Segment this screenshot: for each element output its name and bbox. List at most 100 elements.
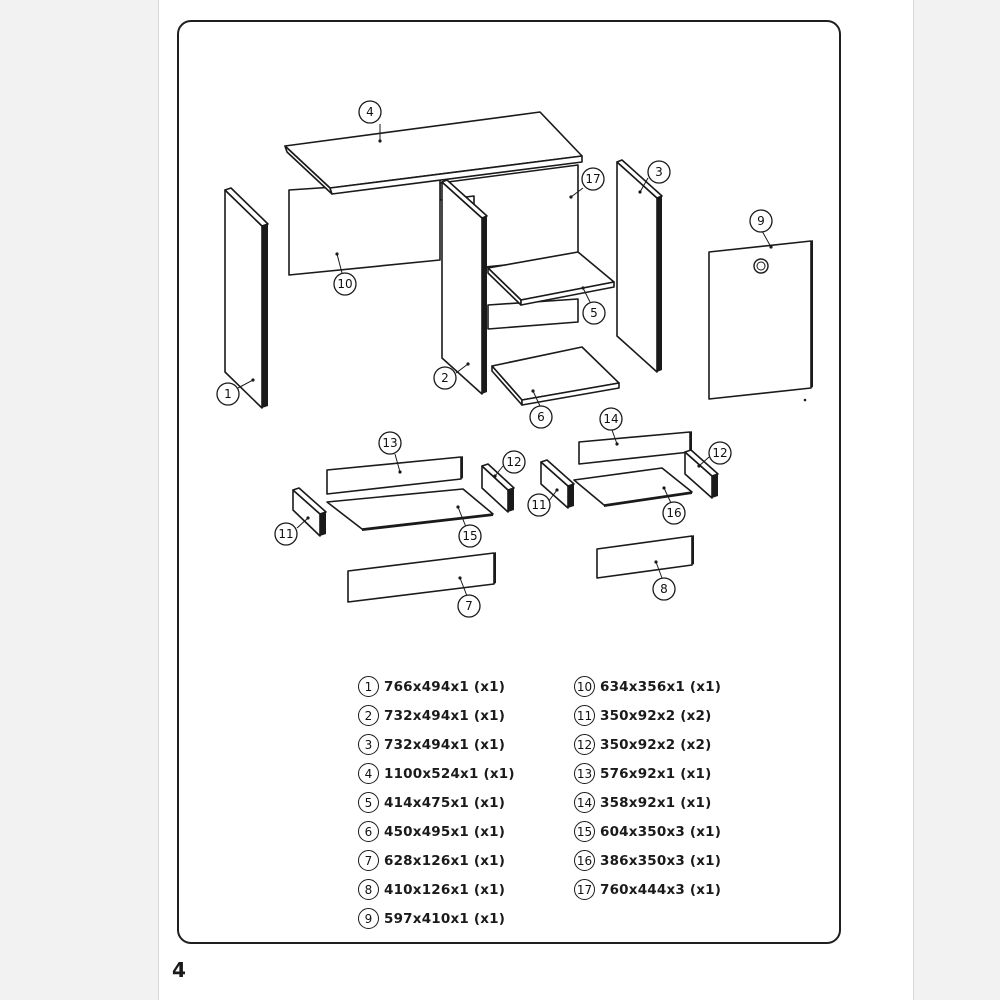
part-badge-17: 17 — [581, 167, 605, 191]
page-frame — [177, 20, 841, 944]
parts-list-row: 8 410x126x1 (x1) — [358, 875, 515, 904]
svg-text:17: 17 — [585, 172, 600, 186]
part-dimensions: 358x92x1 (x1) — [600, 794, 712, 811]
part-dimensions: 597x410x1 (x1) — [384, 910, 506, 927]
svg-text:3: 3 — [655, 165, 663, 179]
part-number: 17 — [574, 879, 595, 900]
panel-11-drawer-side-left — [292, 487, 327, 537]
part-badge-9: 9 — [749, 209, 773, 233]
part-number: 7 — [358, 850, 379, 871]
part-badge-1: 1 — [216, 382, 240, 406]
part-dimensions: 386x350x3 (x1) — [600, 852, 722, 869]
panel-12-drawer-side-right-2 — [684, 449, 719, 499]
panel-1-left-side — [224, 187, 269, 409]
part-dimensions: 1100x524x1 (x1) — [384, 765, 515, 782]
panel-9-door — [708, 240, 813, 400]
part-dimensions: 410x126x1 (x1) — [384, 881, 506, 898]
part-badge-12: 12 — [502, 450, 526, 474]
part-number: 6 — [358, 821, 379, 842]
part-number: 4 — [358, 763, 379, 784]
part-badge-14: 14 — [599, 407, 623, 431]
part-badge-11-2: 11 — [527, 493, 551, 517]
svg-text:7: 7 — [465, 599, 473, 613]
part-dimensions: 604x350x3 (x1) — [600, 823, 722, 840]
parts-list-row: 12 350x92x2 (x2) — [574, 730, 721, 759]
parts-list-row: 15 604x350x3 (x1) — [574, 817, 721, 846]
part-dimensions: 350x92x2 (x2) — [600, 736, 712, 753]
part-badge-4: 4 — [358, 100, 382, 124]
parts-list-row: 10 634x356x1 (x1) — [574, 672, 721, 701]
part-number: 15 — [574, 821, 595, 842]
parts-list-right: 10 634x356x1 (x1) 11 350x92x2 (x2) 12 350x9… — [574, 672, 721, 904]
part-badge-3: 3 — [647, 160, 671, 184]
part-number: 13 — [574, 763, 595, 784]
panel-12-drawer-side-right — [481, 463, 515, 513]
part-number: 1 — [358, 676, 379, 697]
svg-text:11: 11 — [278, 527, 293, 541]
part-badge-11: 11 — [274, 522, 298, 546]
parts-list-row: 16 386x350x3 (x1) — [574, 846, 721, 875]
part-number: 14 — [574, 792, 595, 813]
part-badge-15: 15 — [458, 524, 482, 548]
svg-text:10: 10 — [337, 277, 352, 291]
panel-4-top — [284, 111, 583, 195]
parts-list-row: 2 732x494x1 (x1) — [358, 701, 515, 730]
part-number: 16 — [574, 850, 595, 871]
part-dimensions: 350x92x2 (x2) — [600, 707, 712, 724]
svg-text:1: 1 — [224, 387, 232, 401]
parts-list-row: 1 766x494x1 (x1) — [358, 672, 515, 701]
panel-14-drawer-back — [578, 431, 692, 465]
parts-list-row: 17 760x444x3 (x1) — [574, 875, 721, 904]
svg-text:15: 15 — [462, 529, 477, 543]
leader-lines — [237, 124, 807, 597]
part-dimensions: 450x495x1 (x1) — [384, 823, 506, 840]
part-badge-13: 13 — [378, 431, 402, 455]
parts-list-left: 1 766x494x1 (x1) 2 732x494x1 (x1) 3 732x494… — [358, 672, 515, 933]
svg-text:12: 12 — [712, 446, 727, 460]
parts-list-row: 3 732x494x1 (x1) — [358, 730, 515, 759]
part-dimensions: 732x494x1 (x1) — [384, 736, 506, 753]
svg-text:8: 8 — [660, 582, 668, 596]
part-dimensions: 628x126x1 (x1) — [384, 852, 506, 869]
part-badge-8: 8 — [652, 577, 676, 601]
panel-11-drawer-side-left-2 — [540, 459, 575, 509]
svg-text:4: 4 — [366, 105, 374, 119]
part-number: 8 — [358, 879, 379, 900]
part-dimensions: 732x494x1 (x1) — [384, 707, 506, 724]
svg-text:12: 12 — [506, 455, 521, 469]
svg-text:5: 5 — [590, 306, 598, 320]
part-number: 10 — [574, 676, 595, 697]
parts-list-row: 13 576x92x1 (x1) — [574, 759, 721, 788]
part-number: 12 — [574, 734, 595, 755]
panel-8-drawer-front — [596, 535, 694, 579]
parts-list-row: 6 450x495x1 (x1) — [358, 817, 515, 846]
svg-text:16: 16 — [666, 506, 681, 520]
part-badge-2: 2 — [433, 366, 457, 390]
page-number: 4 — [172, 958, 186, 982]
part-dimensions: 760x444x3 (x1) — [600, 881, 722, 898]
panel-15-drawer-bottom — [326, 488, 494, 531]
part-number: 3 — [358, 734, 379, 755]
parts-list-row: 4 1100x524x1 (x1) — [358, 759, 515, 788]
svg-text:2: 2 — [441, 371, 449, 385]
part-badge-16: 16 — [662, 501, 686, 525]
part-number: 2 — [358, 705, 379, 726]
part-badge-5: 5 — [582, 301, 606, 325]
part-badge-12-2: 12 — [708, 441, 732, 465]
panel-2-divider — [441, 179, 488, 395]
part-dimensions: 634x356x1 (x1) — [600, 678, 722, 695]
panel-16-drawer-bottom — [573, 467, 693, 507]
parts-list-row: 7 628x126x1 (x1) — [358, 846, 515, 875]
part-badge-6: 6 — [529, 405, 553, 429]
svg-text:6: 6 — [537, 410, 545, 424]
part-dimensions: 576x92x1 (x1) — [600, 765, 712, 782]
parts-list-row: 14 358x92x1 (x1) — [574, 788, 721, 817]
part-dimensions: 766x494x1 (x1) — [384, 678, 506, 695]
part-dimensions: 414x475x1 (x1) — [384, 794, 506, 811]
svg-text:9: 9 — [757, 214, 765, 228]
part-number: 5 — [358, 792, 379, 813]
svg-text:13: 13 — [382, 436, 397, 450]
part-number: 11 — [574, 705, 595, 726]
